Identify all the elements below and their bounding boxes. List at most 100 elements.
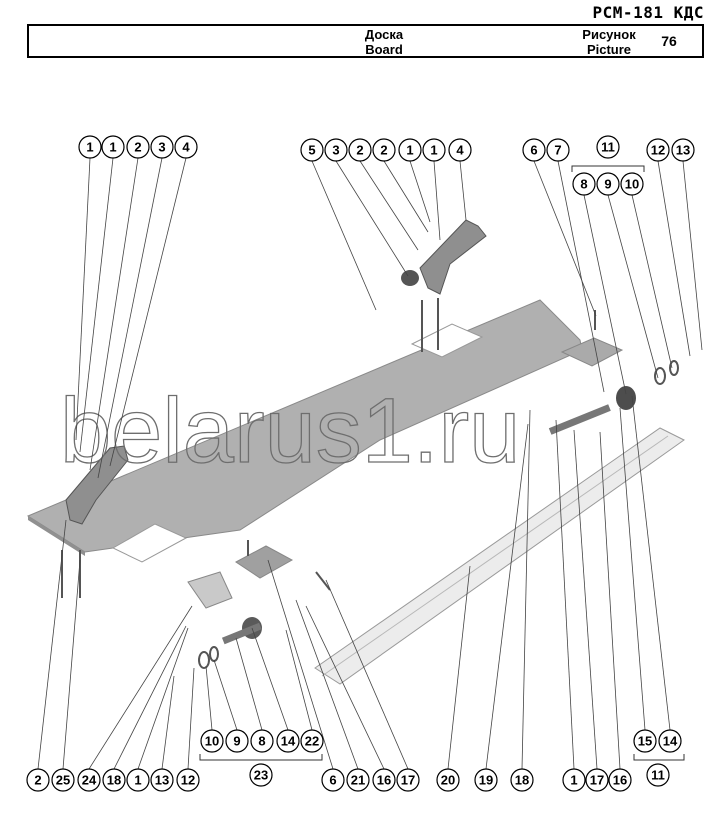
model-code: РСМ-181 КДС [592, 3, 704, 22]
header-frame: Доска Board Рисунок Picture 76 [27, 24, 704, 58]
callout-balloon: 12 [176, 768, 200, 792]
callout-number: 9 [604, 177, 611, 192]
callout-number: 18 [107, 773, 121, 788]
callout-circle [608, 768, 632, 792]
callout-circle [422, 138, 446, 162]
callout-balloon: 8 [572, 172, 596, 196]
callout-number: 1 [134, 773, 141, 788]
long-rail-edge [321, 435, 669, 677]
callout-number: 1 [570, 773, 577, 788]
callout-number: 17 [590, 773, 604, 788]
callout-circle [646, 138, 670, 162]
callout-circle [448, 138, 472, 162]
callout-circle [150, 135, 174, 159]
callout-balloon: 1 [422, 138, 446, 162]
callout-circle [126, 768, 150, 792]
callout-circle [126, 135, 150, 159]
callout-circle [101, 135, 125, 159]
picture-label: Рисунок Picture [569, 27, 649, 57]
leader-line [137, 627, 189, 770]
callout-circle [26, 768, 50, 792]
callout-balloon: 24 [77, 768, 101, 792]
leader-line [533, 160, 597, 317]
callout-circle [346, 768, 370, 792]
callout-balloon: 10 [620, 172, 644, 196]
leader-line [599, 431, 621, 770]
callout-balloon: 6 [522, 138, 546, 162]
callout-number: 14 [281, 734, 296, 749]
callout-number: 13 [676, 143, 690, 158]
leader-line [205, 665, 213, 731]
callout-balloon: 14 [658, 729, 682, 753]
leader-line [311, 160, 377, 311]
callout-number: 18 [515, 773, 529, 788]
callout-balloon: 17 [585, 768, 609, 792]
title-block: Доска Board [329, 27, 439, 57]
callout-balloon: 18 [510, 768, 534, 792]
leader-line [235, 637, 263, 731]
callout-number: 20 [441, 773, 455, 788]
callout-balloon: 25 [51, 768, 75, 792]
leader-line [251, 627, 289, 731]
callout-balloon: 13 [150, 768, 174, 792]
leader-line [285, 629, 313, 731]
callout-circle [562, 768, 586, 792]
callout-balloon: 4 [174, 135, 198, 159]
callout-balloon: 17 [396, 768, 420, 792]
callout-number: 4 [182, 140, 190, 155]
callout-circle [633, 729, 657, 753]
callout-balloon: 1 [101, 135, 125, 159]
callout-balloon: 13 [671, 138, 695, 162]
callout-balloon: 15 [633, 729, 657, 753]
callout-circle [225, 729, 249, 753]
leader-line [79, 157, 114, 453]
callout-balloon: 23 [249, 763, 273, 787]
callout-number: 24 [82, 773, 97, 788]
leader-line [631, 194, 673, 369]
board-plate [26, 299, 583, 553]
leader-line [109, 157, 187, 467]
leader-line [305, 605, 385, 770]
callout-balloon: 16 [372, 768, 396, 792]
callout-number: 12 [651, 143, 665, 158]
callout-number: 9 [233, 734, 240, 749]
callout-circle [474, 768, 498, 792]
callout-balloon: 9 [225, 729, 249, 753]
callout-number: 3 [332, 143, 339, 158]
callout-number: 23 [254, 768, 268, 783]
long-rail [314, 427, 685, 685]
leader-line [187, 667, 195, 770]
callout-balloon: 5 [300, 138, 324, 162]
title-en: Board [365, 42, 403, 57]
leader-line [409, 160, 431, 223]
callout-number: 5 [308, 143, 315, 158]
callout-number: 22 [305, 734, 319, 749]
callout-number: 13 [155, 773, 169, 788]
center-plate [235, 545, 294, 579]
callout-circle [398, 138, 422, 162]
callout-circle [250, 729, 274, 753]
callout-circle [176, 768, 200, 792]
callout-circle [510, 768, 534, 792]
right-plate [560, 337, 624, 367]
callout-balloon: 6 [321, 768, 345, 792]
ring-bottom-1 [198, 651, 210, 669]
leader-line [213, 659, 238, 731]
callout-number: 8 [258, 734, 265, 749]
callout-number: 2 [34, 773, 41, 788]
callout-circle [78, 135, 102, 159]
callout-number: 7 [554, 143, 561, 158]
callout-balloon: 20 [436, 768, 460, 792]
bottom-bracket [187, 571, 233, 609]
callout-circle [300, 138, 324, 162]
callout-number: 4 [456, 143, 464, 158]
callout-number: 3 [158, 140, 165, 155]
leader-line [113, 625, 187, 770]
leader-line [88, 605, 193, 770]
leader-line [295, 599, 359, 770]
leader-line [267, 559, 334, 770]
callout-circle [396, 768, 420, 792]
callout-balloon: 4 [448, 138, 472, 162]
callout-balloon: 16 [608, 768, 632, 792]
